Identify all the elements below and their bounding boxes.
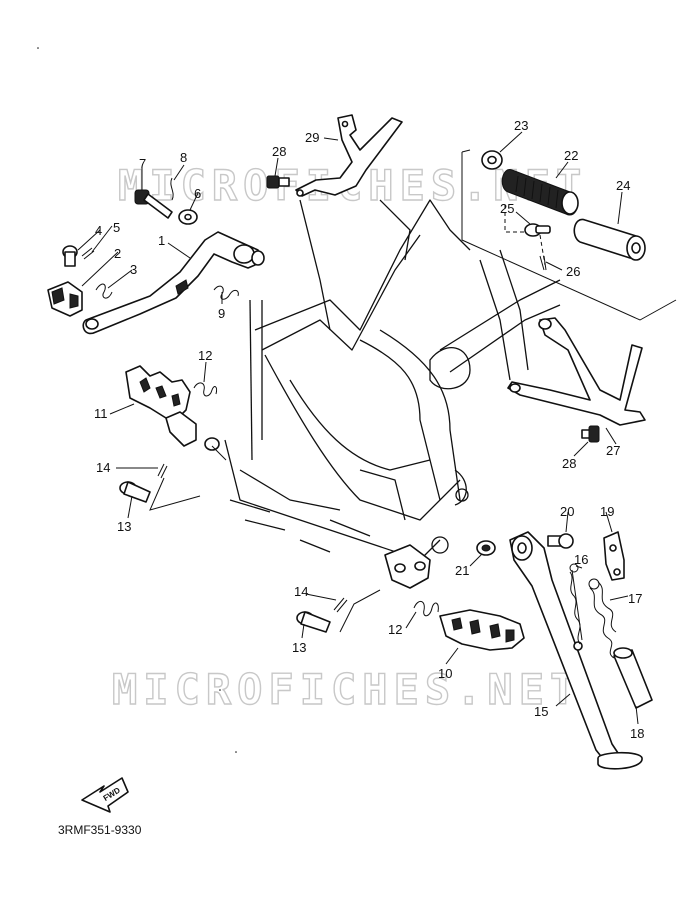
callout-1: 1 [158, 233, 165, 248]
part-9-spring [213, 285, 239, 300]
callout-12-bottom: 12 [388, 622, 402, 637]
callout-14-top: 14 [96, 460, 110, 475]
footrest-mount-right [384, 544, 431, 589]
callout-27: 27 [606, 443, 620, 458]
part-25-pin [524, 223, 551, 237]
part-28-bolt-top [266, 175, 290, 189]
callout-9: 9 [218, 306, 225, 321]
callout-13-bottom: 13 [292, 640, 306, 655]
footrest-mount-left [204, 437, 220, 451]
part-18-collar [613, 647, 653, 709]
callout-28-right: 28 [562, 456, 576, 471]
part-14-cotter-bottom [333, 597, 348, 613]
callout-26: 26 [566, 264, 580, 279]
part-1-brake-pedal [82, 231, 265, 335]
callout-16: 16 [574, 552, 588, 567]
part-13-pin-top [119, 481, 151, 503]
part-7-bolt [134, 189, 173, 219]
callout-28-top: 28 [272, 144, 286, 159]
callout-19: 19 [600, 504, 614, 519]
part-4-pin [62, 245, 78, 267]
part-21-collar [476, 540, 496, 556]
callout-25: 25 [500, 201, 514, 216]
callout-21: 21 [455, 563, 469, 578]
part-19-plate [603, 531, 625, 581]
part-2-clevis [47, 281, 83, 317]
part-3-spring [95, 283, 113, 299]
frame-outline [224, 199, 601, 561]
part-15-side-stand [509, 531, 643, 770]
callout-4: 4 [95, 223, 102, 238]
part-12-spring-bottom [413, 601, 439, 617]
part-27-bracket [507, 317, 646, 426]
part-10-footrest [439, 609, 525, 651]
diagram-code: 3RMF351-9330 [58, 823, 142, 837]
part-26-cotter-pin [539, 255, 547, 271]
callout-24: 24 [616, 178, 630, 193]
part-28-bolt-right [581, 425, 600, 443]
fwd-arrow-icon: FWD [81, 777, 129, 813]
callout-14-bottom: 14 [294, 584, 308, 599]
callout-5: 5 [113, 220, 120, 235]
callout-29: 29 [305, 130, 319, 145]
callout-8: 8 [180, 150, 187, 165]
callout-22: 22 [564, 148, 578, 163]
callout-11: 11 [94, 406, 108, 421]
callout-3: 3 [130, 262, 137, 277]
watermark-bottom: MICROFICHES.NET [112, 665, 581, 714]
callout-10: 10 [438, 666, 452, 681]
callout-15: 15 [534, 704, 548, 719]
callout-18: 18 [630, 726, 644, 741]
part-20-bolt [547, 533, 574, 549]
part-6-washer [178, 209, 198, 225]
callout-2: 2 [114, 246, 121, 261]
part-14-cotter-top [157, 463, 168, 479]
callout-23: 23 [514, 118, 528, 133]
callout-7: 7 [139, 156, 146, 171]
part-16-spring [569, 563, 583, 645]
callout-6: 6 [194, 186, 201, 201]
part-24-tube [573, 218, 646, 261]
part-11-footrest [125, 365, 197, 447]
part-5-cotter [81, 247, 95, 260]
part-22-grip [501, 169, 579, 216]
callout-20: 20 [560, 504, 574, 519]
part-29-bracket [295, 114, 403, 197]
callout-13-top: 13 [117, 519, 131, 534]
callouts: 7 8 6 28 29 4 5 2 3 1 9 12 11 14 13 14 1… [94, 118, 644, 741]
part-12-spring-top [193, 382, 217, 397]
part-8-clip [170, 177, 174, 201]
part-13-pin-bottom [296, 611, 331, 633]
part-17-spring [588, 578, 617, 659]
callout-12-top: 12 [198, 348, 212, 363]
leader-lines [77, 131, 639, 725]
part-23-washer [481, 150, 503, 170]
callout-17: 17 [628, 591, 642, 606]
